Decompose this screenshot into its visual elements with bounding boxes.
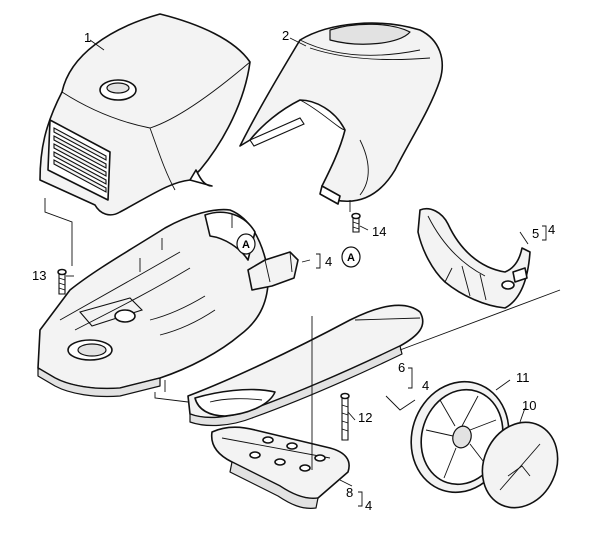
callout-13: 13 [32, 268, 46, 283]
marker-a-1-label: A [242, 239, 250, 251]
hood-vent-grille [47, 119, 111, 201]
base-frame [37, 208, 270, 398]
block-pegs [249, 436, 326, 472]
part-1-hood [39, 13, 251, 216]
callout-6: 6 [398, 360, 405, 375]
screw-14 [351, 212, 361, 233]
screw-12 [340, 392, 350, 441]
part-2-rear-cover [239, 22, 443, 205]
clip-part-4 [247, 251, 299, 291]
screw-13 [57, 268, 67, 295]
callout-4-bracket: 4 [548, 222, 555, 237]
marker-a-1: A [236, 233, 256, 255]
callout-2: 2 [282, 28, 289, 43]
part-6-handle-bar [187, 304, 424, 427]
callout-11: 11 [516, 370, 530, 385]
callout-8: 8 [346, 485, 353, 500]
callout-5: 5 [532, 226, 539, 241]
marker-a-2-label: A [347, 252, 355, 264]
callout-4-block: 4 [365, 498, 372, 513]
callout-4-handle: 4 [422, 378, 429, 393]
leader-lines [44, 37, 561, 487]
part-8-lower-block [210, 426, 350, 509]
callout-numbers: 1 2 4 5 4 6 4 11 10 12 8 4 13 14 [32, 28, 555, 513]
callout-12: 12 [358, 410, 372, 425]
callout-14: 14 [372, 224, 386, 239]
marker-a-2: A [341, 246, 361, 268]
quantity-brackets [316, 225, 547, 507]
callout-1: 1 [84, 30, 91, 45]
part-5-bracket [417, 208, 531, 309]
callout-10: 10 [522, 398, 536, 413]
part-10-hubcap [481, 421, 559, 509]
callout-4-clip: 4 [325, 254, 332, 269]
